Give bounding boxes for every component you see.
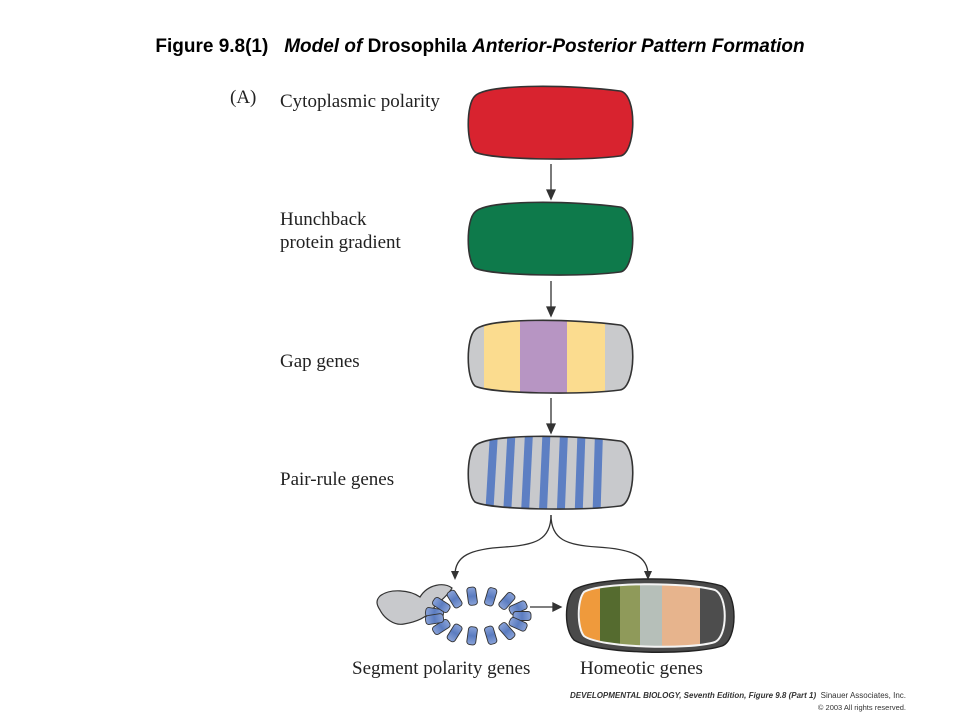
segment-polarity-segment — [512, 611, 532, 621]
pair-rule-stripe — [592, 436, 603, 510]
segment-polarity-segment — [424, 613, 445, 625]
embryo-segment-polarity — [376, 584, 532, 646]
label-homeotic-genes: Homeotic genes — [580, 658, 703, 679]
pair-rule-stripe — [502, 436, 516, 510]
figure-title: Figure 9.8(1) Model of Drosophila Anteri… — [0, 36, 960, 58]
label-segment-polarity-genes: Segment polarity genes — [352, 658, 531, 679]
footer-book: DEVELOPMENTAL BIOLOGY, Seventh Edition, … — [570, 691, 817, 700]
segment-polarity-segment — [498, 591, 516, 610]
arrow-head-right — [644, 571, 652, 580]
homeotic-band — [600, 584, 620, 647]
label-cytoplasmic-polarity: Cytoplasmic polarity — [280, 91, 440, 112]
homeotic-band — [640, 584, 662, 647]
footer-copyright: © 2003 All rights reserved. — [817, 703, 906, 712]
label-pair-rule-genes: Pair-rule genes — [280, 469, 395, 490]
title-organism: Drosophila — [367, 36, 467, 57]
branch-arrows — [454, 514, 649, 576]
footer-publisher: Sinauer Associates, Inc. — [820, 691, 906, 700]
segment-polarity-segment — [446, 623, 463, 643]
segment-polarity-segment — [484, 625, 498, 645]
arrow-2 — [545, 281, 557, 318]
pair-rule-stripe — [556, 436, 568, 510]
pair-rule-stripe — [520, 436, 533, 510]
embryo-gap-genes — [467, 319, 634, 394]
homeotic-band — [580, 584, 600, 647]
arrow-3 — [545, 398, 557, 435]
segment-polarity-segment — [466, 586, 478, 606]
segment-polarity-segment — [508, 617, 528, 632]
segment-polarity-segment — [484, 587, 498, 607]
arrow-head-left — [451, 571, 459, 580]
figure-number: Figure 9.8(1) — [155, 36, 269, 57]
pair-rule-stripe — [485, 436, 498, 510]
homeotic-band — [662, 584, 700, 647]
label-hunchback-line2: protein gradient — [280, 232, 401, 253]
label-hunchback-line1: Hunchback — [280, 209, 367, 230]
panel-label: (A) — [230, 87, 257, 108]
title-italic-1: Model of — [284, 36, 363, 57]
pair-rule-stripe — [574, 436, 586, 510]
embryo-hunchback-gradient — [467, 201, 634, 276]
embryo-homeotic-genes — [565, 578, 735, 653]
embryo-cytoplasmic-polarity — [467, 85, 634, 160]
arrow-1 — [545, 164, 557, 201]
segment-polarity-segment — [466, 626, 478, 646]
title-italic-2: Anterior-Posterior Pattern Formation — [472, 36, 805, 57]
segment-polarity-segment — [498, 622, 516, 641]
embryo-pair-rule-genes — [467, 435, 634, 510]
footer-credit: DEVELOPMENTAL BIOLOGY, Seventh Edition, … — [570, 690, 906, 714]
label-gap-genes: Gap genes — [280, 351, 360, 372]
pair-rule-stripe — [538, 436, 551, 510]
segment-polarity-segment — [446, 589, 463, 609]
segment-polarity-segment — [432, 596, 451, 614]
homeotic-band — [620, 584, 640, 647]
arrow-segment-to-homeotic — [530, 601, 563, 613]
